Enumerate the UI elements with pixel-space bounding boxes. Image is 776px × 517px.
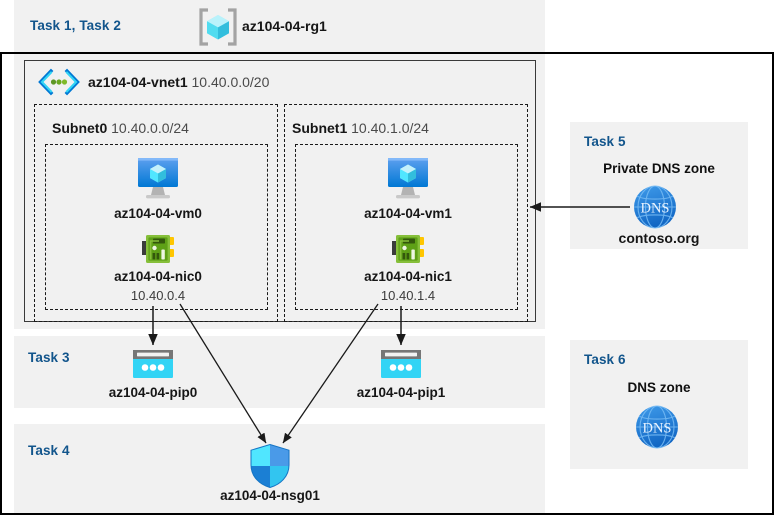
virtual-network-icon — [36, 68, 82, 96]
network-interface-icon — [390, 232, 426, 266]
nic0-name: az104-04-nic0 — [114, 269, 202, 284]
task3-label: Task 3 — [28, 350, 70, 365]
dns-zone-icon: DNS — [632, 184, 678, 230]
virtual-machine-icon — [383, 156, 433, 200]
private-dns-zone-title: Private DNS zone — [603, 161, 715, 176]
dns-zone-title: DNS zone — [627, 380, 691, 395]
task5-label: Task 5 — [584, 134, 626, 149]
nic1-name: az104-04-nic1 — [364, 269, 452, 284]
nsg-name: az104-04-nsg01 — [220, 488, 320, 503]
dns-zone-icon: DNS — [634, 404, 680, 450]
subnet1-resource-group-box — [295, 144, 518, 310]
dns-icon-text: DNS — [642, 421, 671, 437]
public-ip-address-icon — [131, 348, 175, 380]
nic0-private-ip: 10.40.0.4 — [130, 288, 186, 303]
pip1-name: az104-04-pip1 — [356, 385, 446, 400]
subnet1-header: Subnet1 10.40.1.0/24 — [292, 120, 429, 136]
task1-task2-label: Task 1, Task 2 — [30, 18, 121, 33]
vnet-address-space: 10.40.0.0/20 — [191, 74, 270, 90]
resource-group-icon — [198, 8, 238, 46]
subnet1-box — [284, 104, 528, 322]
task6-label: Task 6 — [584, 352, 626, 367]
subnet0-resource-group-box — [45, 144, 268, 310]
subnet1-name: Subnet1 — [292, 120, 348, 136]
vm0-name: az104-04-vm0 — [114, 206, 202, 221]
virtual-network-box — [24, 60, 536, 322]
network-interface-icon — [140, 232, 176, 266]
vm1-name: az104-04-vm1 — [364, 206, 452, 221]
resource-group-name: az104-04-rg1 — [242, 18, 327, 34]
private-dns-zone-name: contoso.org — [618, 230, 700, 246]
nic1-private-ip: 10.40.1.4 — [380, 288, 436, 303]
resource-group-header-panel — [14, 0, 545, 52]
subnet1-address-prefix: 10.40.1.0/24 — [351, 120, 429, 136]
subnet0-box — [34, 104, 278, 322]
vnet-header: az104-04-vnet1 10.40.0.0/20 — [88, 74, 269, 90]
subnet0-address-prefix: 10.40.0.0/24 — [111, 120, 189, 136]
vnet-name: az104-04-vnet1 — [88, 74, 188, 90]
task4-label: Task 4 — [28, 443, 70, 458]
network-security-group-icon — [248, 443, 292, 489]
subnet0-header: Subnet0 10.40.0.0/24 — [52, 120, 189, 136]
public-ip-address-icon — [379, 348, 423, 380]
task3-panel — [14, 336, 545, 408]
dns-icon-text: DNS — [640, 201, 669, 217]
virtual-machine-icon — [133, 156, 183, 200]
pip0-name: az104-04-pip0 — [108, 385, 198, 400]
subnet0-name: Subnet0 — [52, 120, 108, 136]
